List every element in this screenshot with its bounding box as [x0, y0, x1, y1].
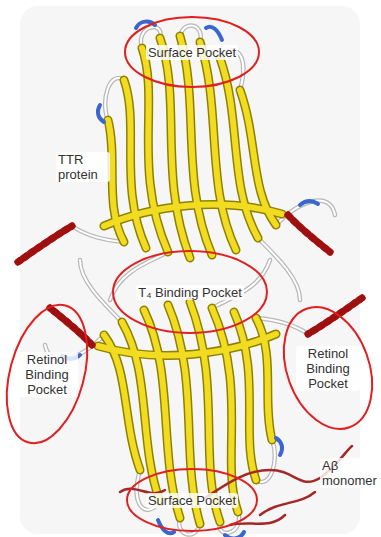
- pocket-ellipse: Retinol Binding Pocket: [9, 302, 85, 446]
- ellipse-outline: [268, 295, 381, 441]
- coil-loop: [45, 25, 335, 534]
- pocket-label: Surface Pocket: [146, 45, 238, 60]
- turn-segment: [98, 22, 318, 205]
- coil-loop: [72, 25, 335, 300]
- turn-segment: [62, 355, 282, 537]
- backdrop-panel: [20, 6, 360, 534]
- abeta-chain: [230, 515, 285, 525]
- text-holder: Surface Pocket: [126, 468, 258, 532]
- ellipse-outline: [113, 251, 267, 333]
- pocket-ellipse: Retinol Binding Pocket: [286, 304, 370, 432]
- pocket-ellipse: T₄ Binding Pocket: [112, 250, 268, 334]
- text-holder: Surface Pocket: [124, 16, 260, 88]
- pocket-label: Retinol Binding Pocket: [16, 352, 78, 397]
- beta-strand: [104, 36, 282, 258]
- beta-strand: [98, 36, 282, 524]
- beta-strand: [104, 36, 282, 258]
- coil-loop: [45, 260, 308, 535]
- alpha-helix: [50, 298, 362, 345]
- pocket-label: Retinol Binding Pocket: [296, 346, 360, 391]
- turn-segment: [62, 22, 318, 537]
- text-holder: T₄ Binding Pocket: [112, 250, 268, 334]
- abeta-chain: [120, 446, 352, 525]
- beta-strand: [98, 302, 276, 524]
- pocket-label: T₄ Binding Pocket: [136, 285, 244, 300]
- pocket-ellipse: Surface Pocket: [126, 468, 258, 532]
- alpha-helix: [50, 298, 362, 345]
- text-holder: Retinol Binding Pocket: [9, 302, 85, 446]
- text-holder: Retinol Binding Pocket: [286, 304, 370, 432]
- ellipse-outline: [127, 469, 257, 531]
- alpha-helix: [18, 215, 362, 345]
- coil-loop: [45, 260, 308, 535]
- ellipse-outline: [0, 296, 101, 452]
- pocket-label: Surface Pocket: [146, 493, 238, 508]
- coil-loop: [72, 25, 335, 300]
- alpha-helix: [18, 215, 330, 262]
- ellipse-outline: [125, 17, 259, 87]
- protein-label: TTR protein: [56, 152, 110, 182]
- pocket-ellipse: Surface Pocket: [124, 16, 260, 88]
- peptide-label: Aβ monomer: [320, 458, 381, 488]
- abeta-chain: [260, 492, 315, 515]
- beta-strand: [98, 302, 276, 524]
- alpha-helix: [18, 215, 330, 262]
